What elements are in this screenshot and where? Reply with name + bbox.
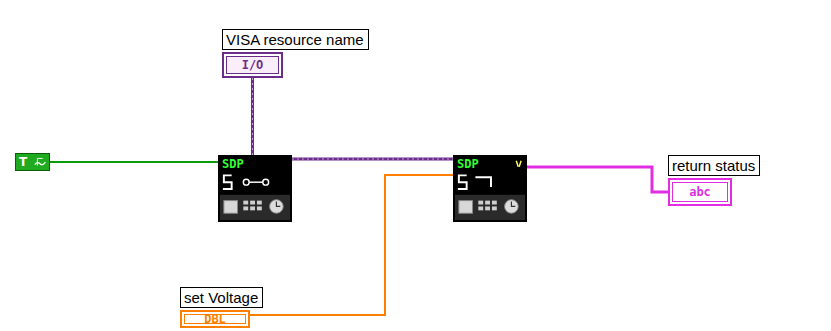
- visa-control-terminal: VISA resource nameI/O: [222, 52, 283, 78]
- icon-key: [478, 206, 483, 210]
- icon-lower-panel: [220, 195, 290, 220]
- wire-stripe: [252, 78, 253, 155]
- wire-line: [251, 78, 254, 155]
- string-indicator-terminal: return statusabc: [668, 178, 732, 206]
- terminal-label: VISA resource name: [222, 29, 369, 50]
- icon-key: [250, 206, 255, 210]
- wire-line: [50, 161, 218, 163]
- icon-clock-hands: [276, 202, 280, 207]
- terminal-label: return status: [668, 155, 760, 176]
- icon-s-glyph: [223, 175, 232, 189]
- wire: [50, 162, 218, 163]
- numeric-control-terminal: set VoltageDBL: [180, 310, 250, 328]
- icon-key: [478, 201, 483, 205]
- subvi-title: SDP: [222, 157, 244, 171]
- terminal-type: abc: [689, 185, 711, 199]
- constant-value: T: [19, 155, 27, 169]
- icon-keypad: [224, 201, 238, 214]
- icon-key: [492, 201, 497, 205]
- terminal-label: set Voltage: [180, 287, 263, 308]
- subvi-title: SDP: [457, 157, 479, 171]
- icon-switch: [263, 179, 269, 185]
- icon-mark: [516, 161, 521, 167]
- icon-key: [250, 201, 255, 205]
- icon-clock-hands: [511, 202, 515, 207]
- wire: [252, 78, 253, 155]
- icon-s-glyph: [458, 175, 467, 189]
- wire: [527, 167, 668, 192]
- subvi-icon: SDP: [218, 155, 292, 222]
- wire-line: [292, 158, 453, 161]
- icon-key: [257, 206, 262, 210]
- icon-lower-panel: [455, 195, 525, 220]
- icon-switch: [243, 179, 249, 185]
- terminal-type: I/O: [242, 58, 264, 72]
- constant-icon: [37, 158, 42, 165]
- icon-key: [243, 206, 248, 210]
- icon-switch: [249, 181, 263, 182]
- wire-stripe: [292, 159, 453, 160]
- wire: [292, 159, 453, 160]
- subvi-icon: SDP: [453, 155, 527, 222]
- icon-key: [485, 201, 490, 205]
- icon-key: [243, 201, 248, 205]
- icon-clock: [270, 200, 284, 214]
- icon-keypad: [459, 201, 473, 214]
- icon-key: [492, 206, 497, 210]
- icon-clock: [505, 200, 519, 214]
- icon-key: [257, 201, 262, 205]
- icon-key: [485, 206, 490, 210]
- wire-line: [527, 167, 668, 192]
- terminal-type: DBL: [204, 312, 226, 326]
- constant-icon: [35, 162, 46, 165]
- boolean-constant: T: [15, 153, 50, 171]
- icon-set-glyph: [475, 177, 491, 187]
